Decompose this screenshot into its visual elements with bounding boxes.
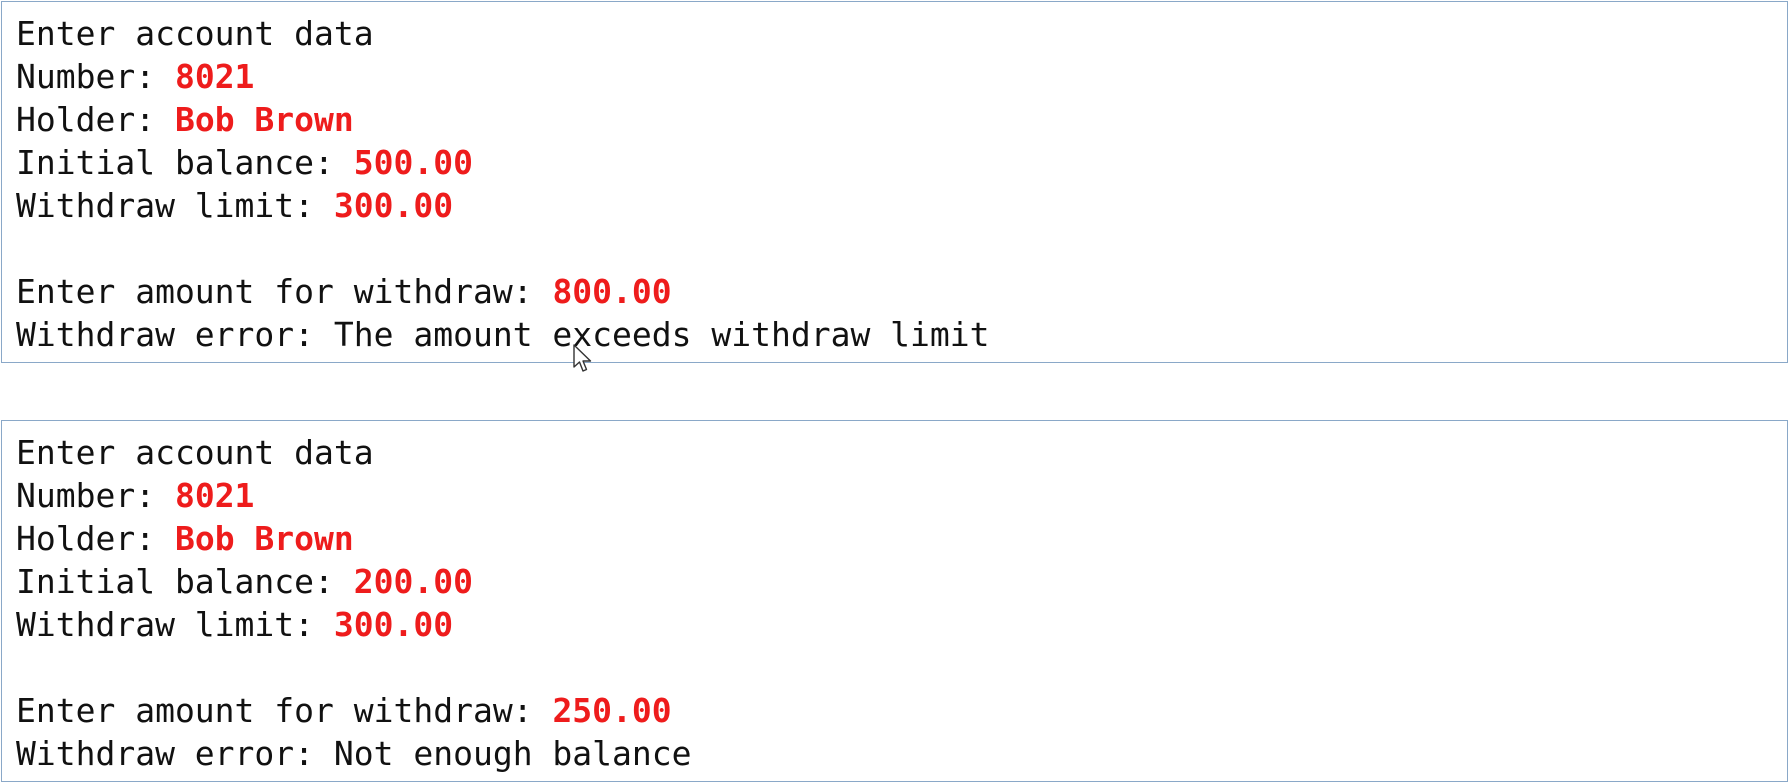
console-input-value: 300.00 [333, 186, 454, 225]
console-prompt-text: Number: [16, 476, 175, 515]
console-prompt-text: Initial balance: [16, 562, 354, 601]
console-error-line: Withdraw error: Not enough balance [16, 732, 1787, 775]
console-input-value: 500.00 [353, 143, 473, 182]
console-input-value: 250.00 [552, 691, 672, 730]
console-blank-line [16, 227, 1787, 270]
console-output-1[interactable]: Enter account data Number: 8021 Holder: … [1, 1, 1788, 363]
console-prompt-text: Withdraw limit: [16, 605, 334, 644]
console-line: Initial balance: 200.00 [16, 560, 1787, 603]
console-input-value: 8021 [174, 476, 255, 515]
console-line: Withdraw limit: 300.00 [16, 184, 1787, 227]
console-prompt-text: Holder: [16, 100, 175, 139]
console-input-value: Bob Brown [174, 100, 354, 139]
console-prompt-text: Enter amount for withdraw: [16, 272, 553, 311]
console-prompt-text: Withdraw limit: [16, 186, 334, 225]
console-input-value: 300.00 [333, 605, 454, 644]
console-prompt-text: Enter account data [16, 433, 374, 472]
console-line: Enter amount for withdraw: 250.00 [16, 689, 1787, 732]
console-prompt-text: Withdraw error: Not enough balance [16, 734, 692, 773]
mouse-pointer-icon [573, 344, 592, 372]
console-prompt-text: Number: [16, 57, 175, 96]
console-input-value: 800.00 [552, 272, 672, 311]
console-line: Enter amount for withdraw: 800.00 [16, 270, 1787, 313]
console-line: Enter account data [16, 12, 1787, 55]
console-prompt-text: Holder: [16, 519, 175, 558]
console-line: Number: 8021 [16, 474, 1787, 517]
console-line: Number: 8021 [16, 55, 1787, 98]
console-prompt-text: Enter amount for withdraw: [16, 691, 553, 730]
console-line: Holder: Bob Brown [16, 517, 1787, 560]
console-line: Holder: Bob Brown [16, 98, 1787, 141]
console-line: Initial balance: 500.00 [16, 141, 1787, 184]
console-blank-line [16, 646, 1787, 689]
console-prompt-text: Initial balance: [16, 143, 354, 182]
console-input-value: Bob Brown [174, 519, 354, 558]
console-input-value: 200.00 [353, 562, 473, 601]
console-line: Enter account data [16, 431, 1787, 474]
console-prompt-text: Withdraw error: The amount exceeds withd… [16, 315, 990, 354]
console-error-line: Withdraw error: The amount exceeds withd… [16, 313, 1787, 356]
console-output-2[interactable]: Enter account data Number: 8021 Holder: … [1, 420, 1788, 782]
console-prompt-text: Enter account data [16, 14, 374, 53]
console-line: Withdraw limit: 300.00 [16, 603, 1787, 646]
console-input-value: 8021 [174, 57, 255, 96]
